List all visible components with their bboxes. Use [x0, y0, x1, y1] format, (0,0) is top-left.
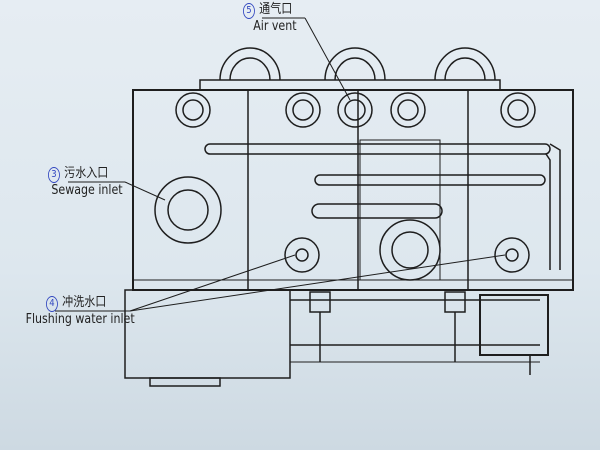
- sewage-inlet-flange: [154, 176, 222, 244]
- outlet-flange: [379, 219, 441, 281]
- air-vent-arches: [219, 47, 496, 81]
- pipes: [204, 139, 561, 281]
- leader-lines: [55, 17, 506, 312]
- callout-number: 4: [46, 296, 58, 312]
- callout-number: 5: [243, 3, 255, 19]
- control-box: [479, 294, 549, 375]
- air-vent-label: 5 通气口 Air vent: [243, 2, 297, 34]
- base-frame: [124, 289, 540, 387]
- label-cn: 冲洗水口: [62, 295, 107, 310]
- sewage-inlet-label: 3 污水入口 Sewage inlet: [48, 166, 123, 198]
- label-en: Flushing water inlet: [25, 312, 135, 327]
- callout-number: 3: [48, 167, 60, 183]
- label-cn: 污水入口: [64, 166, 109, 181]
- label-en: Sewage inlet: [51, 183, 123, 198]
- tank-body: [132, 79, 574, 291]
- flushing-inlet-label: 4 冲洗水口 Flushing water inlet: [26, 295, 135, 327]
- flushing-inlet-flanges: [284, 237, 530, 273]
- label-cn: 通气口: [259, 2, 293, 17]
- label-en: Air vent: [253, 19, 297, 34]
- drain-valves: [309, 291, 466, 362]
- top-flanges: [175, 92, 536, 128]
